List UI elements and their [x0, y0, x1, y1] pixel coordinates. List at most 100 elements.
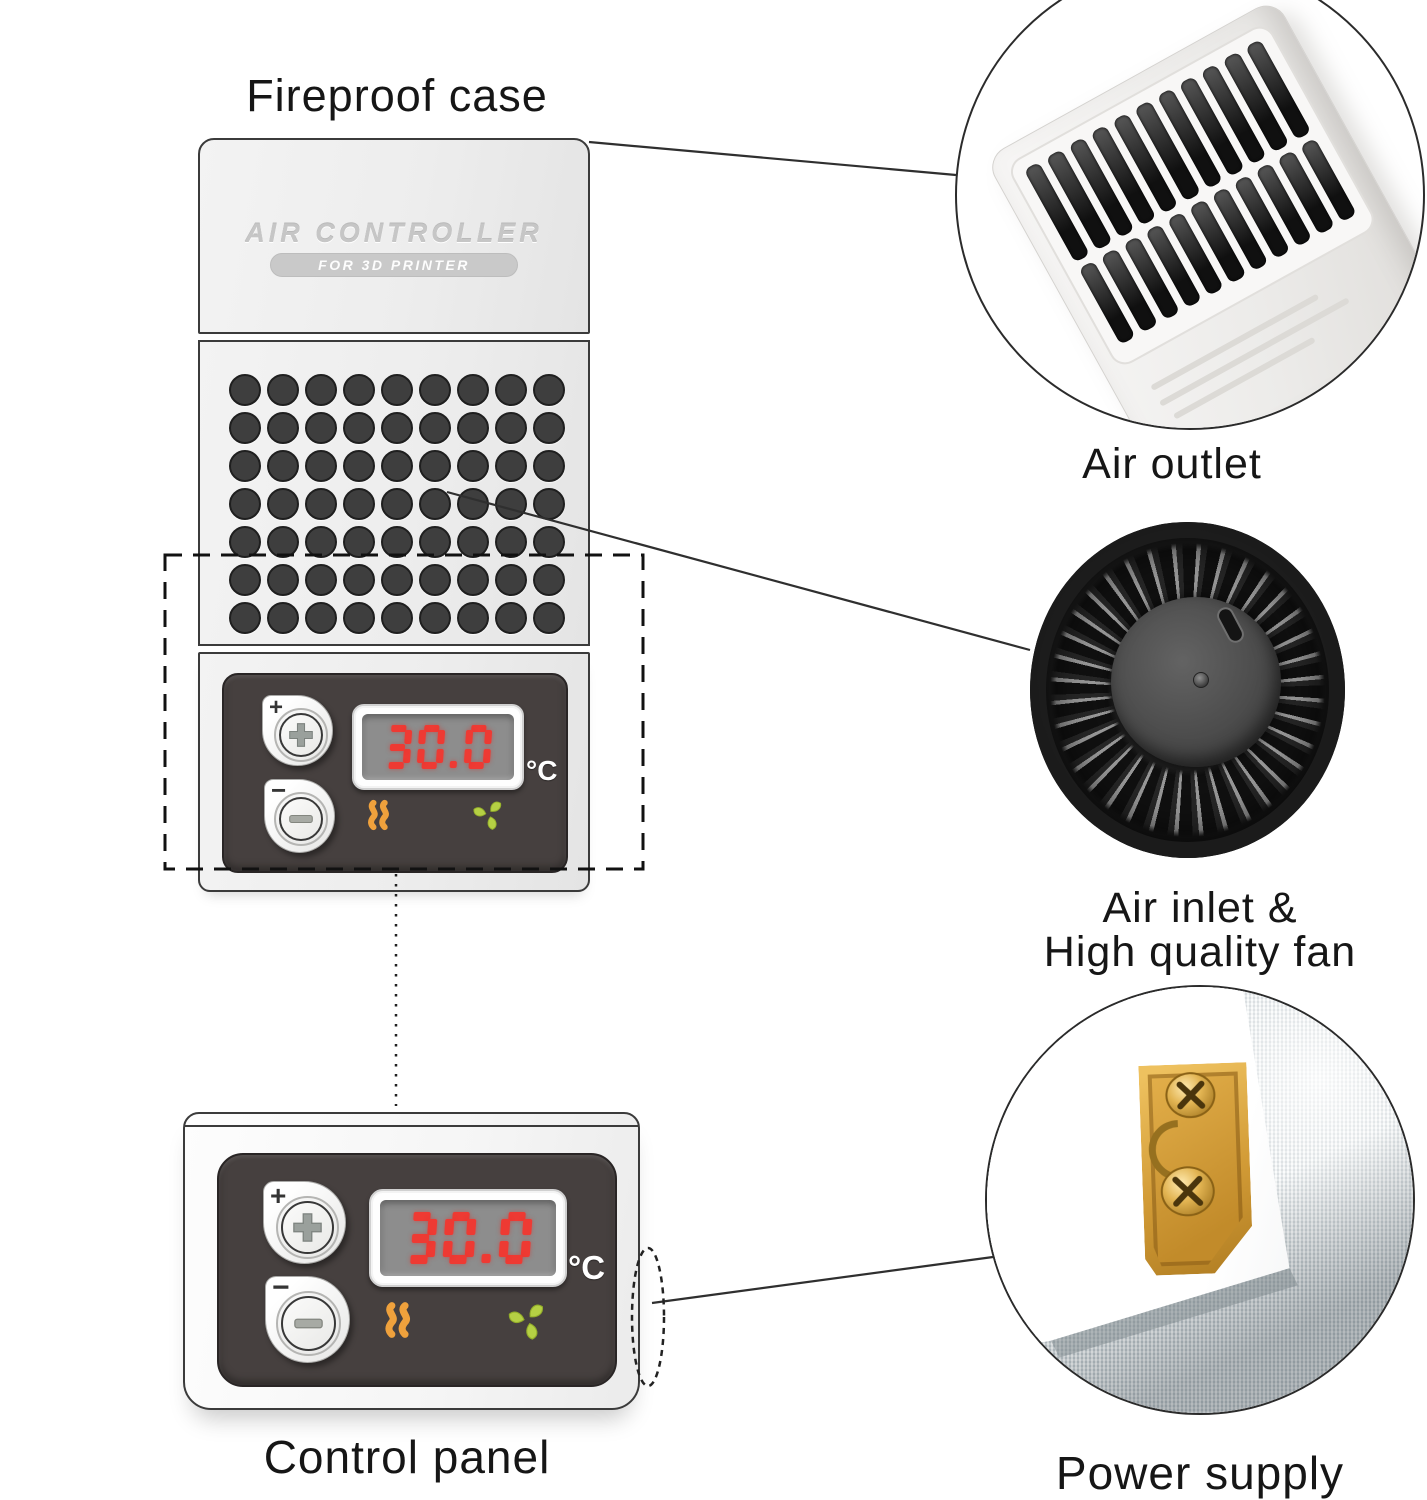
air-outlet-photo — [955, 0, 1425, 430]
device-logo-section: AIR CONTROLLER FOR 3D PRINTER — [198, 138, 590, 334]
celsius-unit: °C — [526, 755, 558, 786]
vent-hole — [381, 412, 413, 444]
vent-hole — [229, 488, 261, 520]
vent-hole — [229, 374, 261, 406]
vent-hole — [457, 564, 489, 596]
vent-hole — [533, 526, 565, 558]
fan-status-icon — [508, 1304, 544, 1340]
plus-button-icon — [293, 1213, 322, 1242]
control-panel-top: + − °C — [222, 673, 568, 873]
air-inlet-fan-photo — [1030, 522, 1345, 858]
device-vent-section — [198, 340, 590, 646]
leader-line-air-outlet — [588, 140, 957, 177]
vent-hole — [267, 488, 299, 520]
vent-hole — [229, 602, 261, 634]
vent-hole — [267, 602, 299, 634]
vent-hole — [381, 488, 413, 520]
vent-hole — [457, 450, 489, 482]
vent-hole — [267, 564, 299, 596]
minus-marker: − — [272, 1271, 290, 1304]
increase-temp-button — [276, 1196, 339, 1259]
vent-hole — [381, 602, 413, 634]
vent-hole — [419, 412, 451, 444]
vent-hole — [381, 564, 413, 596]
air-inlet-label-line1: Air inlet & — [1102, 884, 1298, 932]
vent-hole — [381, 450, 413, 482]
vent-hole — [343, 374, 375, 406]
device-top-edge — [185, 1125, 638, 1127]
vent-hole — [267, 526, 299, 558]
vent-hole — [419, 564, 451, 596]
temperature-display — [362, 714, 514, 780]
vent-hole — [343, 602, 375, 634]
vent-hole — [495, 564, 527, 596]
plus-button-icon — [289, 723, 313, 747]
air-outlet-label: Air outlet — [1082, 440, 1262, 488]
vent-hole — [495, 374, 527, 406]
air-outlet-grille — [1005, 20, 1380, 371]
vent-hole — [305, 564, 337, 596]
vent-hole — [305, 526, 337, 558]
fan-status-icon — [473, 801, 502, 830]
vent-hole — [457, 374, 489, 406]
leader-line-power-supply — [651, 1255, 994, 1305]
decrease-temp-button — [276, 1291, 341, 1356]
display-bezel — [352, 704, 524, 790]
vent-hole — [533, 374, 565, 406]
vent-hole-grid — [229, 374, 565, 634]
vent-hole — [457, 488, 489, 520]
vent-hole — [305, 602, 337, 634]
celsius-unit: °C — [568, 1249, 606, 1286]
minus-button-icon — [294, 1318, 323, 1329]
vent-hole — [267, 374, 299, 406]
vent-hole — [343, 564, 375, 596]
vent-hole — [457, 412, 489, 444]
air-outlet-device — [984, 0, 1423, 428]
vent-hole — [305, 374, 337, 406]
vent-hole — [457, 602, 489, 634]
vent-hole — [343, 488, 375, 520]
vent-hole — [533, 564, 565, 596]
plus-marker: + — [270, 1180, 287, 1211]
vent-hole — [533, 488, 565, 520]
fireproof-case-label: Fireproof case — [246, 70, 548, 121]
vent-hole — [533, 450, 565, 482]
vent-hole — [229, 526, 261, 558]
control-panel-device: + − °C — [183, 1112, 640, 1410]
vent-hole — [533, 602, 565, 634]
increase-temp-button — [274, 708, 328, 762]
temperature-value — [383, 725, 493, 769]
temperature-value — [403, 1212, 533, 1264]
vent-hole — [381, 374, 413, 406]
xt60-power-connector — [1138, 1062, 1253, 1276]
vent-hole — [343, 450, 375, 482]
embossed-text-mark — [1172, 336, 1316, 420]
minus-button-icon — [289, 814, 313, 824]
vent-hole — [381, 526, 413, 558]
air-inlet-label-line2: High quality fan — [1043, 928, 1357, 976]
vent-hole — [419, 374, 451, 406]
power-supply-label: Power supply — [1055, 1447, 1345, 1499]
vent-hole — [495, 526, 527, 558]
vent-hole — [419, 526, 451, 558]
vent-hole — [457, 526, 489, 558]
brand-subtitle-pill: FOR 3D PRINTER — [270, 253, 518, 277]
vent-hole — [419, 450, 451, 482]
device-control-section: + − °C — [198, 652, 590, 892]
vent-hole — [305, 412, 337, 444]
vent-hole — [495, 602, 527, 634]
control-panel-label: Control panel — [263, 1431, 551, 1483]
vent-hole — [229, 412, 261, 444]
vent-hole — [495, 488, 527, 520]
vent-hole — [533, 412, 565, 444]
vent-hole — [267, 450, 299, 482]
fan-hub-screw — [1193, 672, 1209, 688]
vent-hole — [229, 564, 261, 596]
vent-hole — [495, 450, 527, 482]
control-panel-bottom: + − °C — [217, 1153, 617, 1387]
vent-hole — [495, 412, 527, 444]
heat-waves-icon — [367, 799, 389, 831]
vent-hole — [305, 450, 337, 482]
vent-hole — [343, 412, 375, 444]
display-bezel — [369, 1189, 567, 1287]
